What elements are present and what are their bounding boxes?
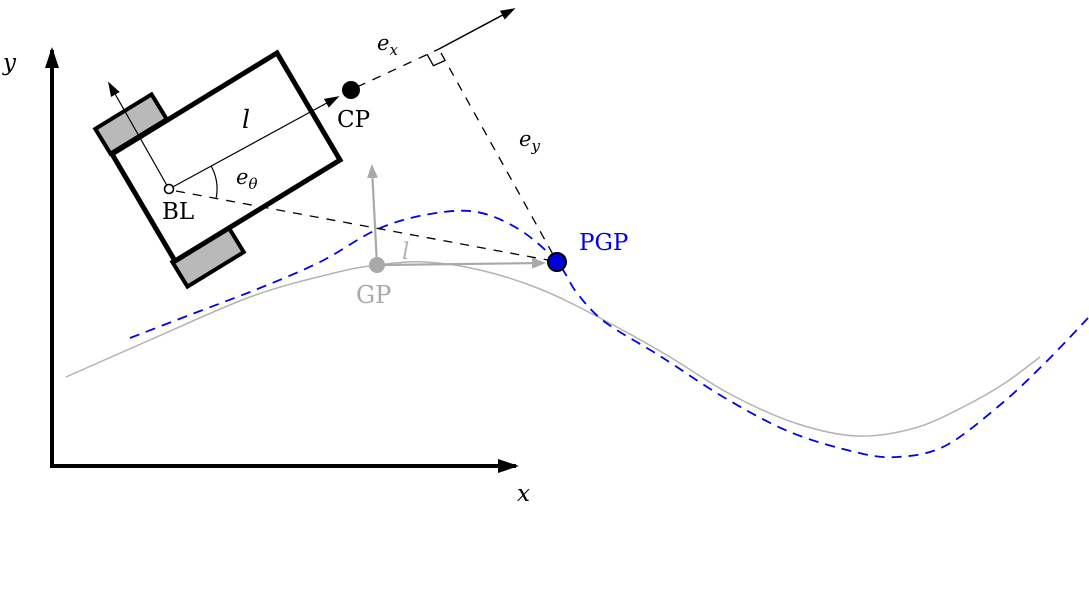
axle-direction-arrow xyxy=(108,81,170,190)
e-x-label: ex xyxy=(377,31,398,59)
l-gray-label: l xyxy=(402,239,409,265)
heading-arrow xyxy=(168,96,340,190)
predicted-path-curve xyxy=(129,209,1089,459)
bl-pgp-dashed-line xyxy=(175,190,554,262)
pgp-point xyxy=(547,252,567,272)
heading-angle-arc xyxy=(210,165,218,199)
e-theta-label: eθ xyxy=(236,165,257,193)
ey-dashed-line xyxy=(440,52,556,259)
bl-label: BL xyxy=(162,199,194,225)
bl-point xyxy=(163,183,175,195)
cp-label: CP xyxy=(337,107,370,133)
robot-body xyxy=(108,49,344,265)
gp-lookahead-arrow xyxy=(382,257,546,269)
reference-path-curve xyxy=(65,261,1041,437)
right-angle-marker xyxy=(426,53,446,67)
e-y-label: ey xyxy=(519,127,540,155)
gp-label: GP xyxy=(356,281,391,309)
l-label: l xyxy=(242,105,250,134)
cp-point xyxy=(342,81,360,99)
path-tangent-arrow xyxy=(438,8,516,50)
ex-dashed-line xyxy=(356,48,440,88)
x-axis-label: x xyxy=(517,481,530,507)
gp-point xyxy=(369,257,385,273)
pgp-label: PGP xyxy=(579,230,628,256)
y-axis-label: y xyxy=(2,50,17,76)
gp-normal-arrow xyxy=(367,164,379,266)
